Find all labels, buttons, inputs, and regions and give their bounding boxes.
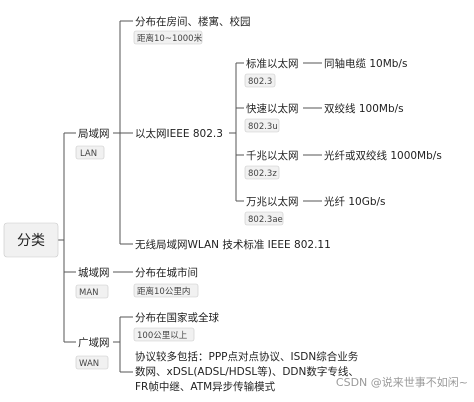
man-range-note-box xyxy=(133,283,199,298)
ethernet-fast-note-box xyxy=(244,118,280,133)
ethernet-10gigabit-note-box xyxy=(244,211,284,226)
watermark: CSDN @说来世事不如闲~ xyxy=(336,375,468,389)
man-range: 分布在城市间 xyxy=(135,266,198,279)
ethernet-gigabit: 千兆以太网 xyxy=(246,149,299,162)
group-wan: 广域网 xyxy=(78,336,110,349)
group-man: 城域网 xyxy=(78,266,110,279)
wan-protocols-line-3: FR帧中继、ATM异步传输模式 xyxy=(135,380,276,393)
ethernet-standard-note: 802.3 xyxy=(248,77,272,87)
group-wan-note-box xyxy=(75,355,109,370)
group-man-note-box xyxy=(75,284,109,299)
ethernet-fast: 快速以太网 xyxy=(246,102,299,115)
lan-range-note: 距离10~1000米 xyxy=(137,33,203,44)
wan-protocols-line-1: 协议较多包括：PPP点对点协议、ISDN综合业务 xyxy=(135,350,359,363)
ethernet-node: 以太网IEEE 802.3 xyxy=(135,127,223,140)
ethernet-10gigabit-note: 802.3ae xyxy=(248,215,283,225)
root-node-box xyxy=(3,222,59,258)
ethernet-10gigabit-leaf: 光纤 10Gb/s xyxy=(324,195,386,208)
ethernet-fast-note: 802.3u xyxy=(248,122,278,132)
group-lan-note-box xyxy=(75,145,105,160)
ethernet-fast-leaf: 双绞线 100Mb/s xyxy=(324,102,404,115)
lan-range-note-box xyxy=(133,30,203,45)
wan-protocols-line-2: 数网、xDSL(ADSL/HDSL等)、DDN数字专线、 xyxy=(135,365,359,378)
ethernet-standard: 标准以太网 xyxy=(246,57,299,70)
wan-range: 分布在国家或全球 xyxy=(135,311,219,324)
wan-range-note-box xyxy=(133,327,195,342)
wan-range-note: 100公里以上 xyxy=(137,331,188,341)
ethernet-gigabit-leaf: 光纤或双绞线 1000Mb/s xyxy=(324,149,442,162)
group-lan: 局域网 xyxy=(78,127,110,140)
wlan-node: 无线局域网WLAN 技术标准 IEEE 802.11 xyxy=(135,238,331,251)
ethernet-standard-note-box xyxy=(244,73,276,88)
group-lan-note: LAN xyxy=(80,149,97,159)
ethernet-standard-leaf: 同轴电缆 10Mb/s xyxy=(324,57,407,70)
group-wan-note: WAN xyxy=(79,359,99,369)
ethernet-gigabit-note-box xyxy=(244,165,280,180)
man-range-note: 距离10公里内 xyxy=(137,286,190,297)
connectors xyxy=(58,20,322,373)
root-node: 分类 xyxy=(17,233,45,249)
group-man-note: MAN xyxy=(79,288,99,298)
ethernet-gigabit-note: 802.3z xyxy=(248,169,277,179)
lan-range: 分布在房间、楼寓、校园 xyxy=(135,15,251,28)
ethernet-10gigabit: 万兆以太网 xyxy=(246,195,299,208)
